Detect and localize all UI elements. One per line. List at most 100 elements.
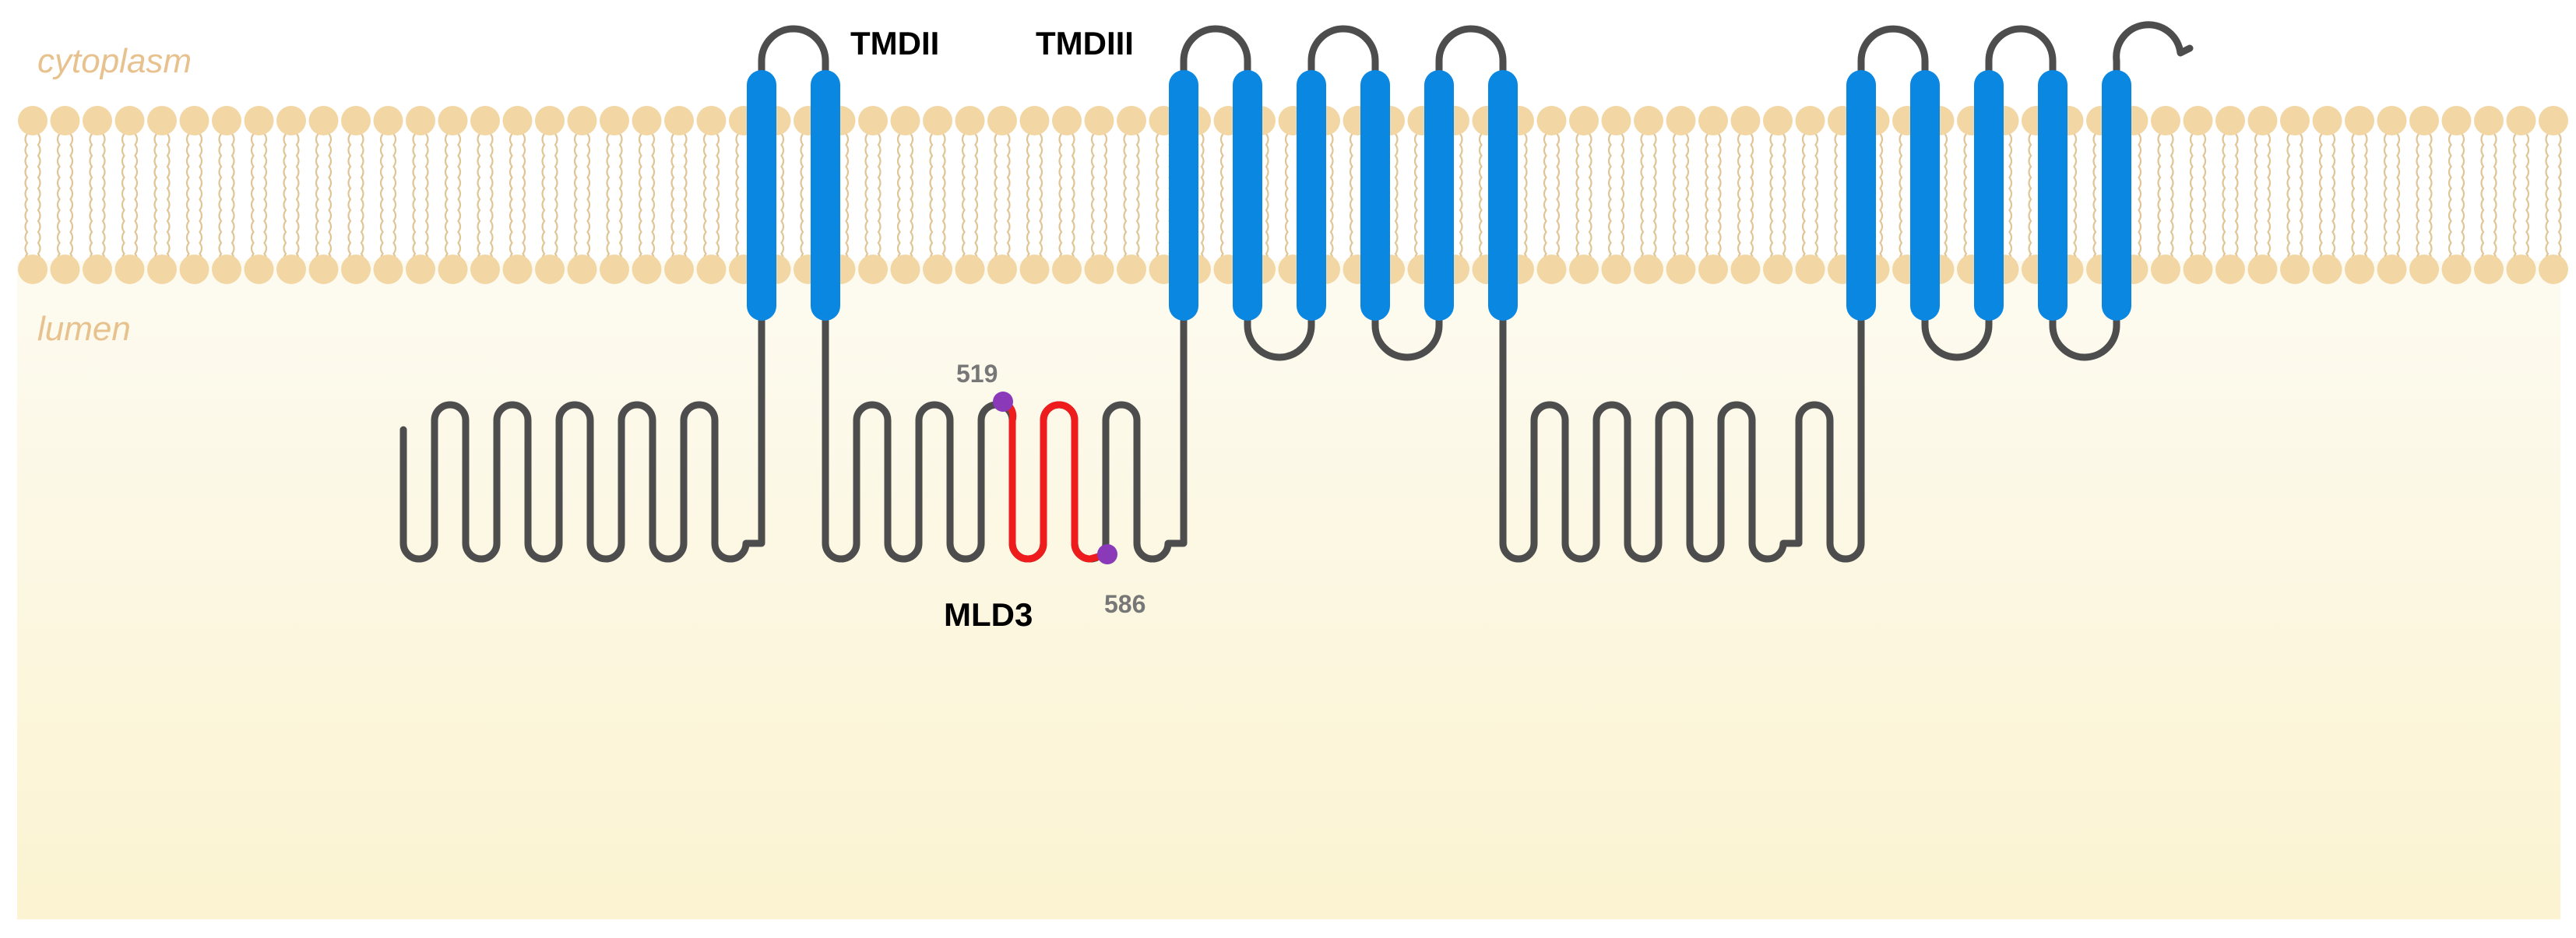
lipid-head	[1763, 255, 1793, 284]
lipid-head	[373, 255, 403, 284]
lipid-tail	[2331, 132, 2336, 266]
lipid-head	[18, 106, 48, 135]
lipid-tail	[56, 132, 61, 266]
lipid-tail	[1219, 132, 1224, 266]
lipid-tail	[2545, 132, 2550, 266]
lipid-head	[502, 106, 533, 135]
lipid-tail	[941, 132, 946, 266]
lipid-tail	[69, 132, 74, 266]
lipid-tail	[2480, 132, 2485, 266]
lipid-head	[955, 106, 985, 135]
transmembrane-helix-icon	[1360, 70, 1390, 321]
lipid-tail	[522, 132, 526, 266]
lipid-tail	[586, 132, 591, 266]
lipid-head	[2377, 255, 2407, 284]
lipid-tail	[1459, 132, 1463, 266]
lipid-head	[1634, 255, 1663, 284]
lipid-tail	[1879, 132, 1884, 266]
lipid-head	[890, 106, 920, 135]
lipid-head	[1084, 255, 1114, 284]
lipid-tail	[910, 132, 914, 266]
transmembrane-helix-icon	[1233, 70, 1262, 321]
lipid-tail	[2092, 132, 2097, 266]
lipid-head	[1666, 255, 1696, 284]
lipid-tail	[101, 132, 106, 266]
lipid-tail	[121, 132, 125, 266]
lipid-head	[147, 255, 177, 284]
lipid-tail	[800, 132, 804, 266]
lipid-head	[179, 255, 209, 284]
lipid-tail	[477, 132, 481, 266]
lipid-tail	[89, 132, 93, 266]
lipid-head	[18, 255, 48, 284]
lipid-tail	[295, 132, 300, 266]
lipid-tail	[2512, 132, 2517, 266]
lipid-tail	[2189, 132, 2194, 266]
residue-586-label: 586	[1104, 590, 1146, 618]
lipid-tail	[185, 132, 190, 266]
lipid-tail	[250, 132, 255, 266]
residue-586-dot-icon	[1097, 544, 1117, 564]
lipid-head	[373, 106, 403, 135]
lipid-head	[114, 106, 145, 135]
lipid-head	[2247, 106, 2278, 135]
lipid-head	[1634, 106, 1663, 135]
lipid-tail	[780, 132, 785, 266]
lipid-tail	[2461, 132, 2465, 266]
transmembrane-helix-icon	[2038, 70, 2067, 321]
lipid-tail	[1556, 132, 1561, 266]
lipid-tail	[573, 132, 578, 266]
lipid-tail	[974, 132, 979, 266]
lipid-head	[632, 255, 662, 284]
lipid-head	[535, 255, 565, 284]
lipid-tail	[1621, 132, 1625, 266]
lipid-tail	[1782, 132, 1786, 266]
lipid-head	[308, 106, 339, 135]
transmembrane-helix-icon	[1424, 70, 1454, 321]
lipid-head	[438, 106, 468, 135]
lipid-tail	[1478, 132, 1483, 266]
residue-519-dot-icon	[993, 392, 1013, 412]
lipid-tail	[166, 132, 171, 266]
lipid-tail	[606, 132, 611, 266]
lipid-tail	[1523, 132, 1528, 266]
transmembrane-helix-icon	[1297, 70, 1326, 321]
lipid-tail	[961, 132, 966, 266]
transmembrane-helix-icon	[1974, 70, 2004, 321]
lipid-tail	[2008, 132, 2013, 266]
lipid-tail	[929, 132, 934, 266]
lipid-head	[567, 255, 597, 284]
lipid-tail	[1769, 132, 1774, 266]
lipid-head	[1052, 255, 1082, 284]
lipid-tail	[2363, 132, 2368, 266]
lipid-tail	[2254, 132, 2258, 266]
lipid-head	[1084, 106, 1114, 135]
transmembrane-helix-icon	[1910, 70, 1940, 321]
lipid-tail	[2493, 132, 2497, 266]
lipid-head	[2377, 106, 2407, 135]
lipid-head	[276, 255, 306, 284]
lipid-tail	[509, 132, 513, 266]
lipid-tail	[328, 132, 333, 266]
lipid-head	[406, 255, 435, 284]
lipid-head	[341, 255, 371, 284]
lipid-tail	[994, 132, 998, 266]
lipid-tail	[1135, 132, 1140, 266]
lipid-head	[83, 255, 112, 284]
lipid-head	[1117, 255, 1146, 284]
lipid-head	[2474, 106, 2504, 135]
lipid-head	[179, 106, 209, 135]
lipid-head	[1601, 255, 1631, 284]
lipid-tail	[2073, 132, 2078, 266]
lipid-head	[147, 106, 177, 135]
lipid-tail	[1543, 132, 1547, 266]
lipid-tail	[845, 132, 850, 266]
lipid-tail	[2351, 132, 2356, 266]
lipid-tail	[2448, 132, 2452, 266]
lipid-tail	[1575, 132, 1580, 266]
lipid-tail	[896, 132, 901, 266]
lipid-head	[1698, 106, 1728, 135]
lipid-tail	[360, 132, 364, 266]
lipid-tail	[735, 132, 740, 266]
